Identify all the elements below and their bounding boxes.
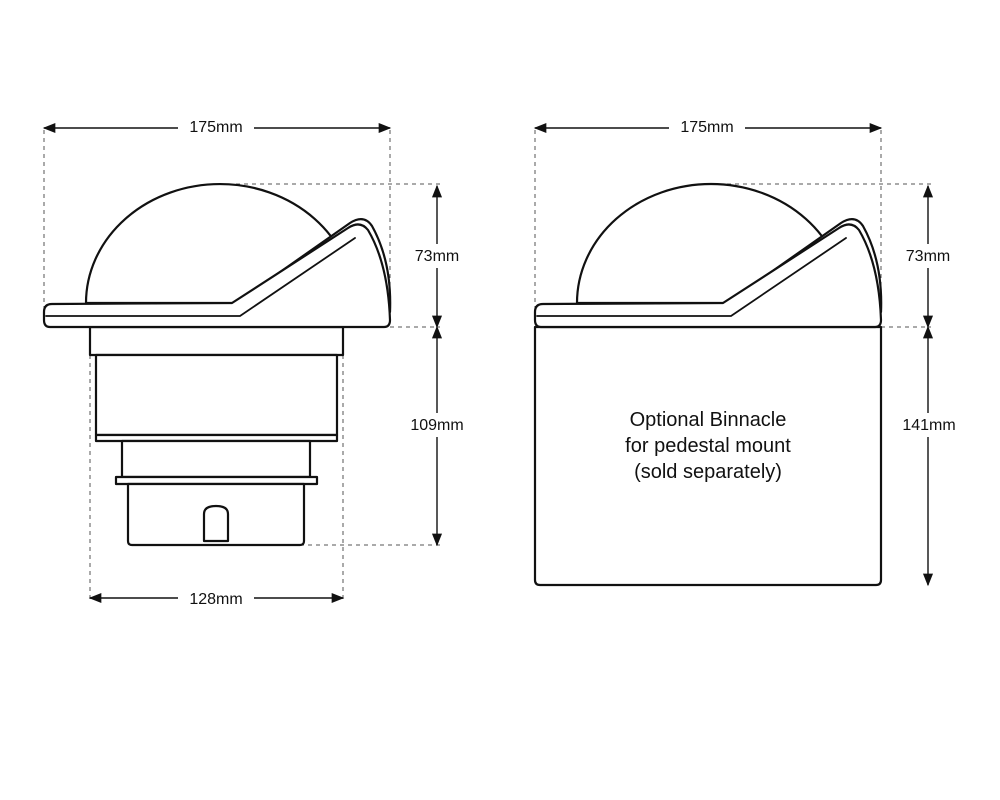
dimension-label-width-top: 175mm: [680, 119, 733, 136]
dimension-label-binnacle-height: 141mm: [902, 417, 955, 434]
compass-body: [94, 353, 339, 437]
binnacle-text-line2: for pedestal mount: [625, 435, 791, 457]
right-compass-view: Optional Binnacle for pedestal mount (so…: [533, 116, 966, 587]
dimension-label-width-top: 175mm: [189, 119, 242, 136]
deck-flange: [42, 223, 392, 329]
neck-section: [120, 439, 312, 479]
binnacle-text-line3: (sold separately): [634, 461, 782, 483]
binnacle-box: [533, 325, 883, 587]
dimension-label-dome-height: 73mm: [906, 248, 950, 265]
flange-edge: [45, 237, 356, 317]
dimension-label-width-bottom: 128mm: [189, 591, 242, 608]
light-tab: [202, 504, 230, 543]
binnacle-text-line1: Optional Binnacle: [630, 409, 787, 431]
dimension-label-body-height: 109mm: [410, 417, 463, 434]
dimension-label-dome-height: 73mm: [415, 248, 459, 265]
mounting-ring: [88, 325, 345, 357]
deck-flange: [533, 223, 883, 329]
flange-edge: [536, 237, 847, 317]
left-compass-view: 175mm 73mm 109mm 128mm: [42, 116, 474, 608]
